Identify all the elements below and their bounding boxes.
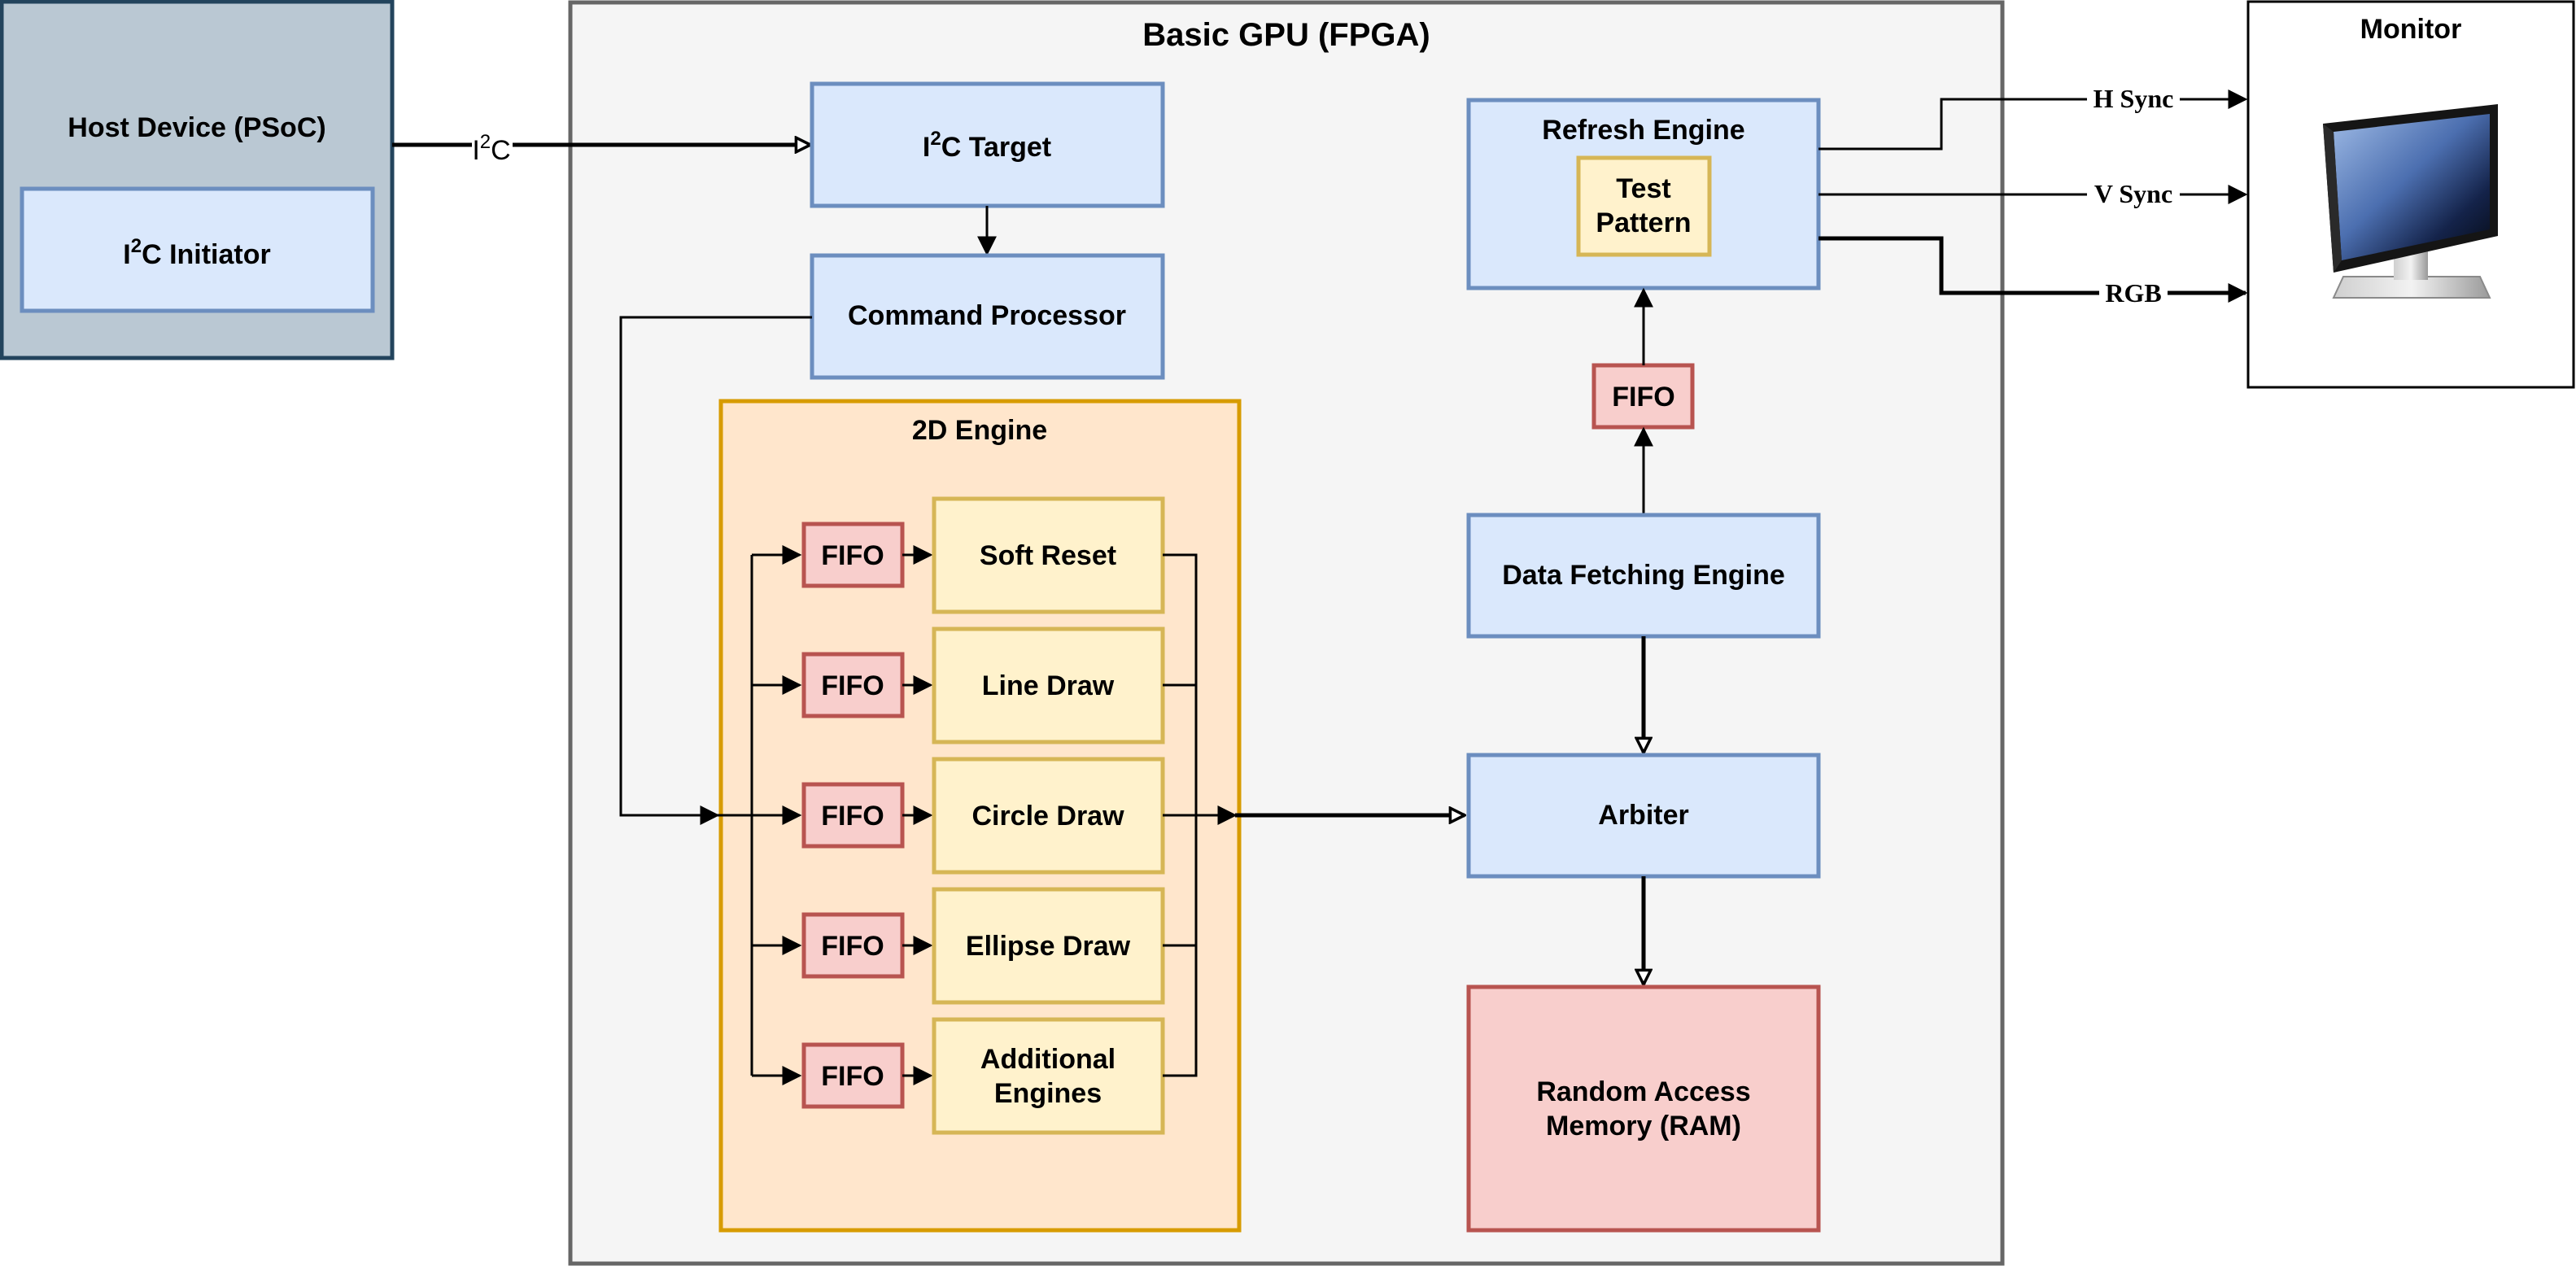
refresh-engine-title: Refresh Engine bbox=[1542, 115, 1744, 146]
fifo-label: FIFO bbox=[821, 1061, 884, 1092]
engine-label: Circle Draw bbox=[971, 801, 1124, 832]
engine-soft-reset bbox=[932, 496, 1165, 614]
fifo bbox=[801, 652, 905, 718]
engine-additional bbox=[932, 1017, 1165, 1135]
fifo-label: FIFO bbox=[821, 670, 884, 701]
fifo bbox=[801, 912, 905, 979]
fifo-label: FIFO bbox=[821, 801, 884, 832]
ram-line1: Random Access bbox=[1536, 1076, 1750, 1107]
i2c-initiator bbox=[20, 186, 375, 313]
fifo bbox=[801, 522, 905, 588]
command-processor bbox=[810, 253, 1165, 380]
arbiter-label: Arbiter bbox=[1598, 800, 1688, 831]
i2c-initiator-label: I2C Initiator bbox=[123, 235, 270, 270]
command-processor-label: Command Processor bbox=[848, 300, 1126, 331]
rgb-label: RGB bbox=[2105, 278, 2161, 308]
test-pattern-line1: Test bbox=[1616, 173, 1670, 204]
engine-label: Soft Reset bbox=[980, 540, 1116, 571]
monitor-icon bbox=[2323, 104, 2498, 299]
i2c-link-label: I2C bbox=[472, 131, 510, 166]
refresh-fifo-label: FIFO bbox=[1612, 382, 1674, 413]
engine-label: Line Draw bbox=[982, 670, 1115, 701]
rgb-label-bg bbox=[2099, 278, 2168, 308]
hsync-label: H Sync bbox=[2094, 84, 2174, 113]
engine-label-line1: Additional bbox=[980, 1044, 1116, 1075]
engine-row: FIFO Soft Reset bbox=[801, 496, 1165, 614]
i2c-target bbox=[810, 81, 1165, 208]
data-fetching-engine bbox=[1466, 513, 1821, 639]
engine-label: Ellipse Draw bbox=[966, 931, 1131, 962]
monitor-title: Monitor bbox=[2360, 14, 2462, 45]
ram bbox=[1466, 984, 1821, 1233]
i2c-target-label: I2C Target bbox=[923, 128, 1051, 163]
engine-label-line2: Engines bbox=[994, 1078, 1102, 1109]
rgb-line bbox=[1818, 236, 2248, 303]
refresh-fifo bbox=[1591, 363, 1695, 430]
vsync-label-bg bbox=[2087, 180, 2180, 209]
hsync-label-bg bbox=[2087, 85, 2180, 114]
fifo bbox=[801, 782, 905, 849]
engine-row: FIFO Circle Draw bbox=[801, 757, 1165, 875]
fifo-label: FIFO bbox=[821, 540, 884, 571]
host-title: Host Device (PSoC) bbox=[68, 112, 325, 143]
cmd-to-2d-engine-line bbox=[619, 316, 812, 825]
engine-row: FIFO Additional Engines bbox=[801, 1017, 1165, 1135]
fifo-label: FIFO bbox=[821, 931, 884, 962]
engine-row: FIFO Line Draw bbox=[801, 626, 1165, 744]
engine-line-draw bbox=[932, 626, 1165, 744]
2d-engine-title: 2D Engine bbox=[912, 415, 1047, 446]
data-fetching-engine-label: Data Fetching Engine bbox=[1502, 560, 1785, 591]
test-pattern-line2: Pattern bbox=[1596, 207, 1691, 238]
vsync-label: V Sync bbox=[2094, 179, 2172, 208]
gpu-title: Basic GPU (FPGA) bbox=[1142, 17, 1430, 53]
test-pattern bbox=[1576, 155, 1712, 257]
ram-line2: Memory (RAM) bbox=[1546, 1111, 1741, 1142]
